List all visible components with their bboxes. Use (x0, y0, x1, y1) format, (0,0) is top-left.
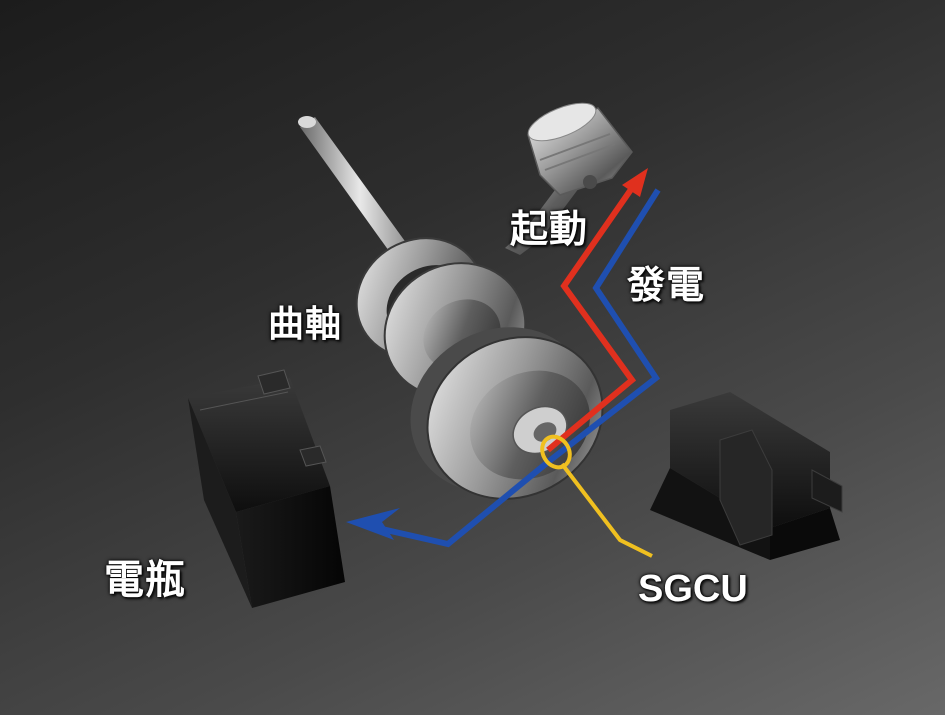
label-start: 起動 (510, 207, 589, 251)
sgcu-module (650, 392, 843, 560)
start-path-line (546, 186, 637, 453)
label-generate: 發電 (627, 263, 706, 307)
generate-path-line (359, 188, 661, 548)
piston (527, 102, 633, 196)
crankshaft-shaft (298, 116, 420, 272)
label-battery: 電瓶 (104, 557, 186, 603)
start-arrow-head (622, 168, 648, 197)
label-crankshaft: 曲軸 (268, 304, 343, 345)
generator-rotor (410, 327, 604, 500)
generate-arrow-head (346, 508, 400, 540)
sgcu-signal-wire (540, 434, 653, 558)
label-sgcu: SGCU (638, 568, 748, 610)
battery-illustration (188, 369, 345, 608)
